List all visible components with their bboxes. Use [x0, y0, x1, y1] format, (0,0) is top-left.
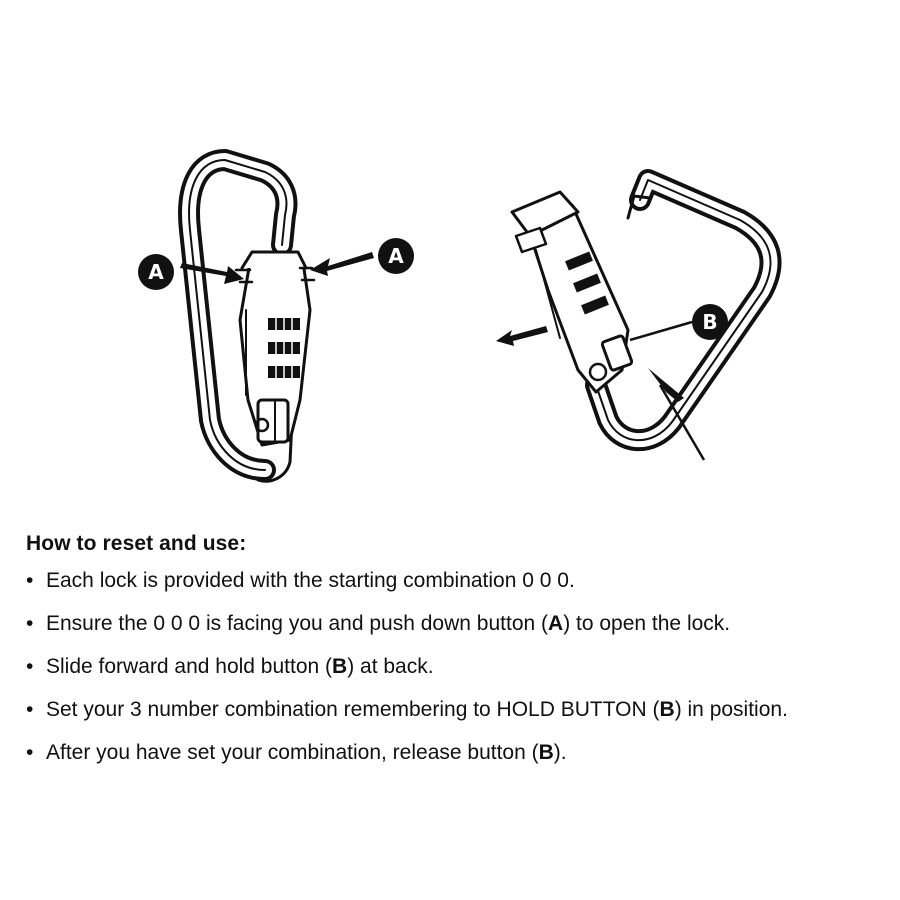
arrow-up-left-icon	[648, 368, 684, 402]
arrow-left-icon	[310, 252, 374, 276]
instructions-list: Each lock is provided with the starting …	[26, 566, 886, 767]
right-carabiner	[510, 169, 782, 452]
list-item: Ensure the 0 0 0 is facing you and push …	[26, 609, 886, 638]
left-callouts: A A	[138, 238, 414, 290]
instructions-section: How to reset and use: Each lock is provi…	[26, 532, 886, 781]
instructions-heading: How to reset and use:	[26, 532, 247, 555]
callout-b: B	[702, 310, 717, 334]
callout-a-left: A	[148, 260, 164, 284]
list-item: Each lock is provided with the starting …	[26, 566, 886, 595]
left-carabiner	[178, 149, 316, 483]
list-item: After you have set your combination, rel…	[26, 738, 886, 767]
carabiner-illustration: A A B	[138, 149, 782, 483]
arrow-slide-left-icon	[496, 326, 548, 346]
list-item: Slide forward and hold button (B) at bac…	[26, 652, 886, 681]
callout-a-right: A	[388, 244, 404, 268]
list-item: Set your 3 number combination rememberin…	[26, 695, 886, 724]
right-callouts: B	[496, 304, 728, 461]
right-dials-icon	[565, 251, 609, 315]
arrow-right-icon	[180, 263, 244, 284]
left-dials-icon	[268, 317, 300, 379]
